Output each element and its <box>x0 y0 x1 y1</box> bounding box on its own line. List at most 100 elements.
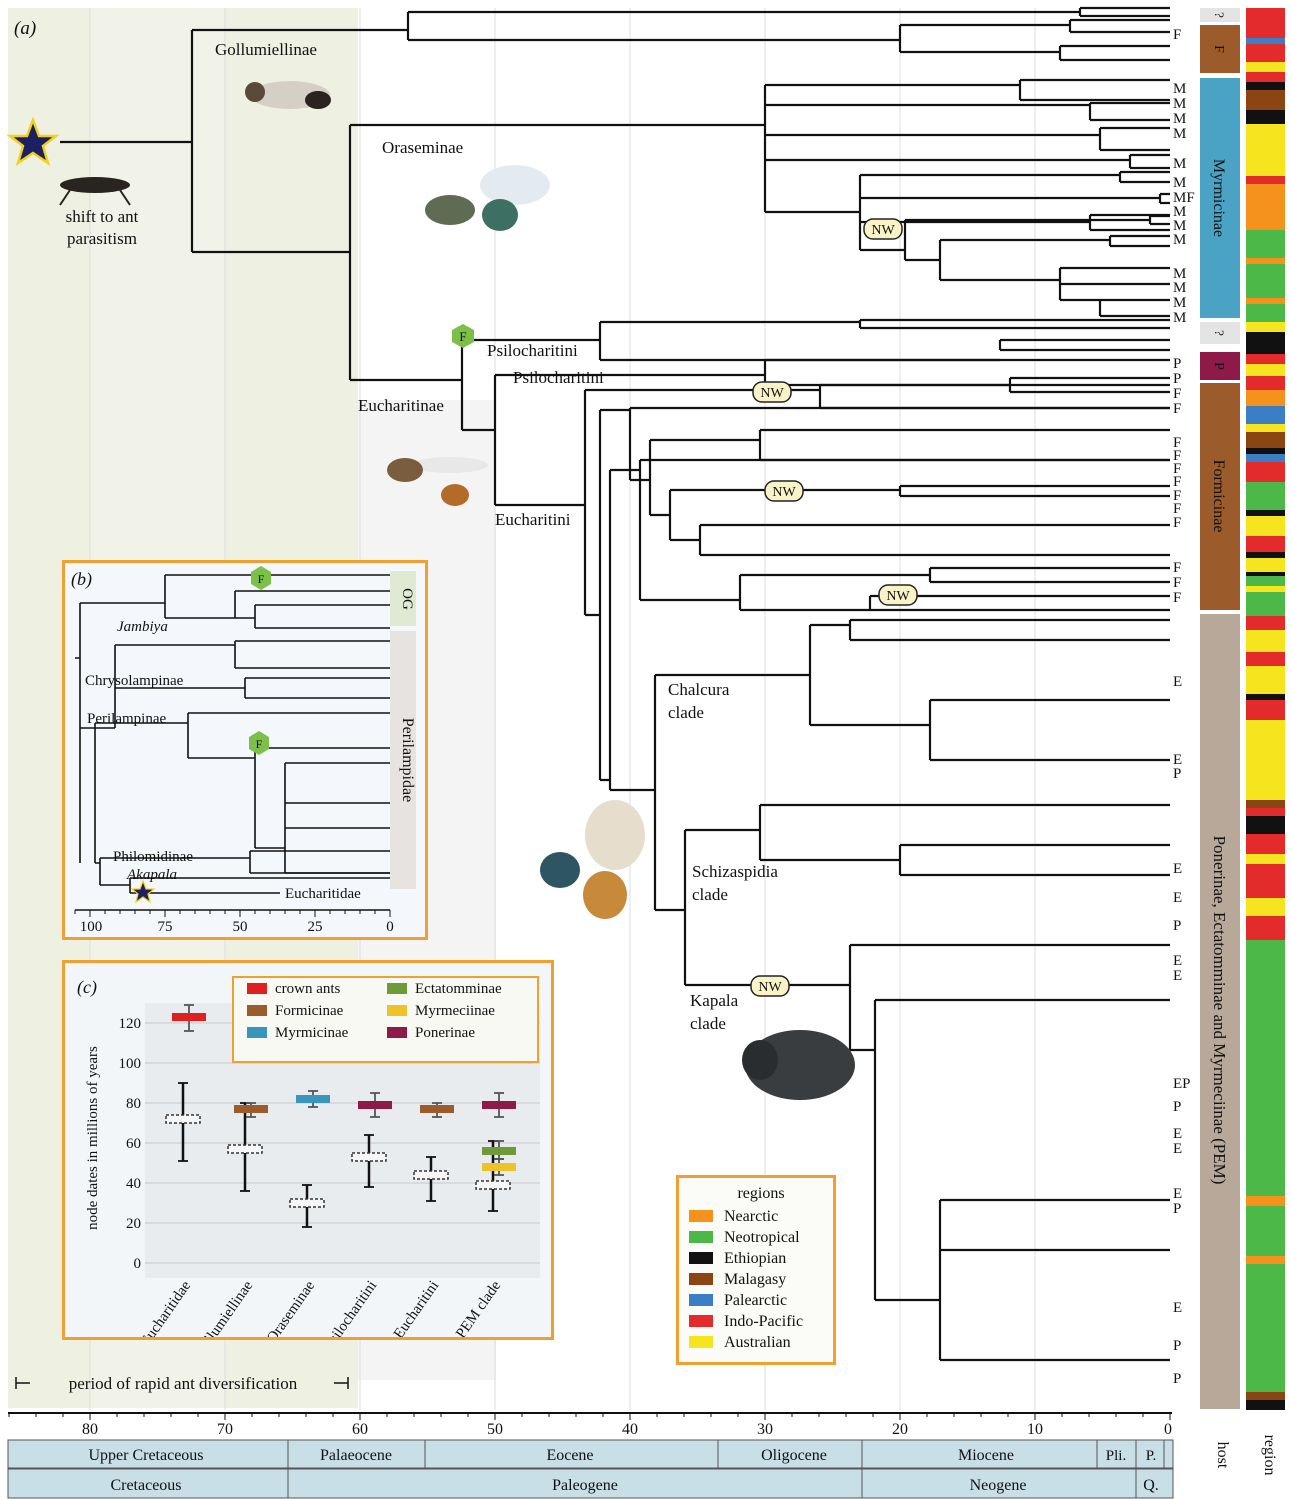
host-bar-pem <box>1200 614 1240 1409</box>
host-tip-letter: F <box>1173 386 1181 402</box>
error-bar <box>482 1158 516 1176</box>
region-stripe <box>1246 110 1285 124</box>
wasp-image-gollumiellinae <box>245 81 331 109</box>
region-stripe <box>1246 390 1285 406</box>
error-bar <box>165 1082 201 1162</box>
clade-schizaspidia-1: Schizaspidia <box>692 862 778 881</box>
region-stripe <box>1246 482 1285 510</box>
node-date-mark <box>351 1152 387 1162</box>
host-tip-letter: M <box>1173 204 1186 220</box>
wasp-image-kapala <box>742 1030 855 1100</box>
region-column-header: region <box>1261 1435 1278 1476</box>
host-tip-letter: M <box>1173 266 1186 282</box>
region-stripe <box>1246 406 1285 424</box>
region-stripe <box>1246 44 1285 62</box>
host-tip-letter: M <box>1173 310 1186 326</box>
host-tip-letter: MF <box>1173 190 1195 206</box>
label-chrysolampinae: Chrysolampinae <box>85 673 184 689</box>
y-tick-label: 80 <box>126 1096 141 1112</box>
region-stripe <box>1246 552 1285 558</box>
y-axis-label: node dates in millions of years <box>85 1046 101 1230</box>
clade-kapala-2: clade <box>690 1014 726 1033</box>
svg-text:NW: NW <box>871 223 895 238</box>
legend-swatch <box>387 1027 407 1038</box>
svg-text:0: 0 <box>386 919 394 935</box>
region-label: Ethiopian <box>724 1250 786 1267</box>
clade-chalcura-1: Chalcura <box>668 680 730 699</box>
region-stripe <box>1246 834 1285 854</box>
host-tip-letter: E <box>1173 1300 1182 1316</box>
star-caption-line2: parasitism <box>67 229 137 248</box>
nw-badge: NW <box>863 218 903 240</box>
legend-label: crown ants <box>275 981 341 997</box>
svg-text:50: 50 <box>233 919 248 935</box>
region-color-bar <box>1246 8 1285 1410</box>
host-tip-letter: P <box>1173 1371 1181 1387</box>
svg-text:F: F <box>256 737 263 751</box>
host-tip-letter: F <box>1173 474 1181 490</box>
region-stripe <box>1246 1196 1285 1206</box>
region-stripe <box>1246 184 1285 230</box>
label-philomidinae: Philomidinae <box>113 849 193 865</box>
label-eucharitidae: Eucharitidae <box>285 886 361 902</box>
host-tip-letter: M <box>1173 111 1186 127</box>
geologic-timescale: Upper Cretaceous Palaeocene Eocene Oligo… <box>7 1439 1174 1499</box>
host-bar-myrmicinae <box>1200 78 1240 318</box>
host-tip-letter: M <box>1173 232 1186 248</box>
host-tip-letter: M <box>1173 81 1186 97</box>
host-tip-letter: M <box>1173 280 1186 296</box>
node-date-mark <box>475 1180 511 1190</box>
host-tip-letter: E <box>1173 968 1182 984</box>
crown-date-mark <box>234 1105 268 1113</box>
host-tip-letter: E <box>1173 1141 1182 1157</box>
region-stripe <box>1246 516 1285 536</box>
og-band <box>390 571 416 626</box>
host-bar-formicinae <box>1200 383 1240 610</box>
region-stripe <box>1246 1206 1285 1256</box>
host-tip-letter: F <box>1173 515 1181 531</box>
host-tip-letter: M <box>1173 218 1186 234</box>
host-tip-letter: F <box>1173 461 1181 477</box>
f-hexagon-badge <box>249 731 269 755</box>
host-tip-letter: P <box>1173 1201 1181 1217</box>
region-stripe <box>1246 854 1285 864</box>
epoch-eocene: Eocene <box>546 1447 593 1464</box>
host-bar-label: F <box>1211 45 1226 53</box>
region-stripe <box>1246 376 1285 390</box>
host-tip-letter: E <box>1173 861 1182 877</box>
x-category-label: Oraseminae <box>264 1278 318 1337</box>
host-bar-p <box>1200 352 1240 380</box>
error-bar <box>234 1102 268 1118</box>
svg-text:period of rapid ant diversific: period of rapid ant diversification <box>69 1374 298 1393</box>
y-tick-label: 40 <box>126 1176 141 1192</box>
clade-psilocharitini-1: Psilocharitini <box>487 341 578 360</box>
period-paleogene: Paleogene <box>552 1477 618 1494</box>
host-tip-letter: M <box>1173 126 1186 142</box>
region-stripe <box>1246 916 1285 940</box>
svg-text:100: 100 <box>80 919 103 935</box>
region-stripe <box>1246 720 1285 800</box>
region-stripe <box>1246 800 1285 808</box>
region-label: Australian <box>724 1334 791 1351</box>
y-tick-label: 60 <box>126 1136 141 1152</box>
rapid-diversification-marker: period of rapid ant diversification <box>15 1374 349 1393</box>
nw-badge: NW <box>752 381 792 403</box>
y-tick-label: 20 <box>126 1216 141 1232</box>
f-hexagon-badge: F <box>452 324 474 348</box>
region-stripe <box>1246 364 1285 376</box>
host-tip-letter: P <box>1173 918 1181 934</box>
epoch-oligocene: Oligocene <box>761 1447 827 1464</box>
region-stripe <box>1246 652 1285 666</box>
epoch-upper-cretaceous: Upper Cretaceous <box>88 1447 203 1464</box>
x-category-label: Eucharitini <box>391 1278 442 1337</box>
host-tip-letter: F <box>1173 448 1181 464</box>
host-column-header: host <box>1214 1442 1231 1469</box>
host-column: ? F Myrmicinae ? P Formicinae Ponerinae,… <box>1200 8 1240 1409</box>
error-bar <box>482 1092 516 1118</box>
host-tip-letter: F <box>1173 488 1181 504</box>
wasp-image-eucharitinae <box>387 457 488 506</box>
x-category-label: Eucharitidae <box>138 1278 195 1337</box>
region-stripe <box>1246 576 1285 586</box>
host-tip-letter: F <box>1173 560 1181 576</box>
